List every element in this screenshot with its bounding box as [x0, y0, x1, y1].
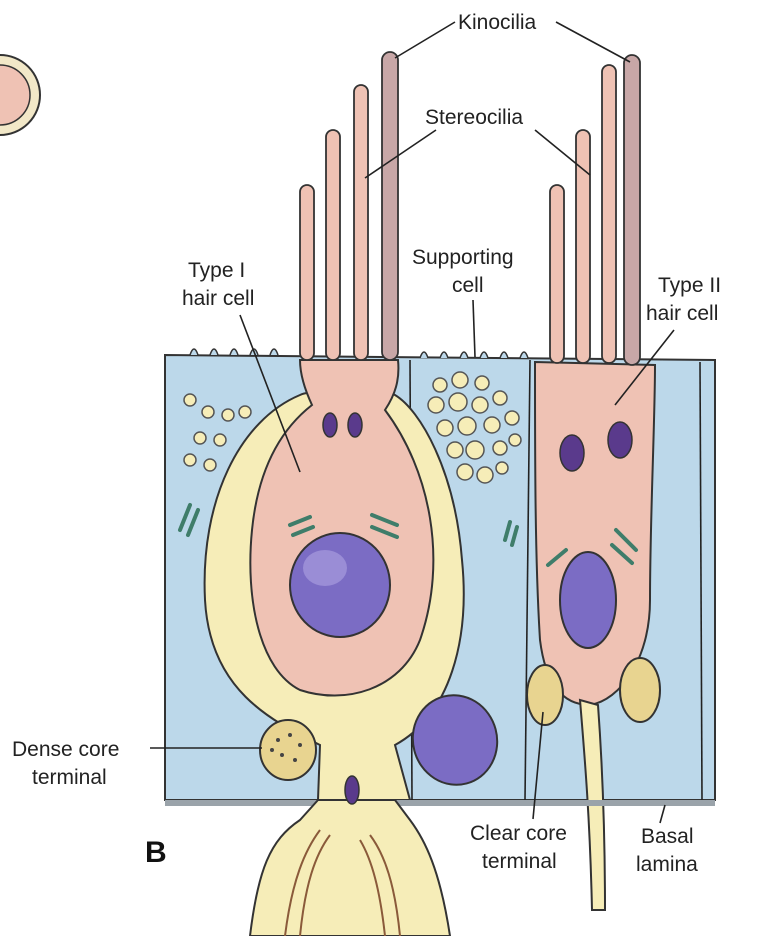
label-type-ii-line2: hair cell: [646, 302, 718, 325]
dense-core-terminal-shape: [260, 720, 316, 780]
label-stereocilia: Stereocilia: [425, 106, 523, 129]
cropped-cell-fragment: [0, 55, 40, 135]
label-supporting-line2: cell: [452, 274, 484, 297]
label-dense-core-line1: Dense core: [12, 738, 119, 761]
label-clear-core-line2: terminal: [482, 850, 557, 873]
type-i-stereocilia: [300, 85, 368, 360]
type-ii-hair-cell-body: [535, 362, 655, 705]
type-ii-stereocilia: [550, 65, 616, 363]
label-kinocilia: Kinocilia: [458, 11, 537, 34]
panel-letter: B: [145, 836, 167, 869]
type-ii-kinocilium: [624, 55, 640, 365]
axon-mitochondrion: [345, 776, 359, 804]
label-dense-core-line2: terminal: [32, 766, 107, 789]
myelinated-nerve-fiber: [250, 800, 450, 936]
type-i-nucleus-highlight: [303, 550, 347, 586]
label-type-i-line1: Type I: [188, 259, 245, 282]
type-i-kinocilium: [382, 52, 398, 360]
label-basal-line1: Basal: [641, 825, 694, 848]
type-i-nucleus: [290, 533, 390, 637]
label-type-i-line2: hair cell: [182, 287, 254, 310]
label-supporting-line1: Supporting: [412, 246, 514, 269]
label-basal-line2: lamina: [636, 853, 698, 876]
type-ii-nucleus: [560, 552, 616, 648]
label-type-ii-line1: Type II: [658, 274, 721, 297]
label-clear-core-line1: Clear core: [470, 822, 567, 845]
